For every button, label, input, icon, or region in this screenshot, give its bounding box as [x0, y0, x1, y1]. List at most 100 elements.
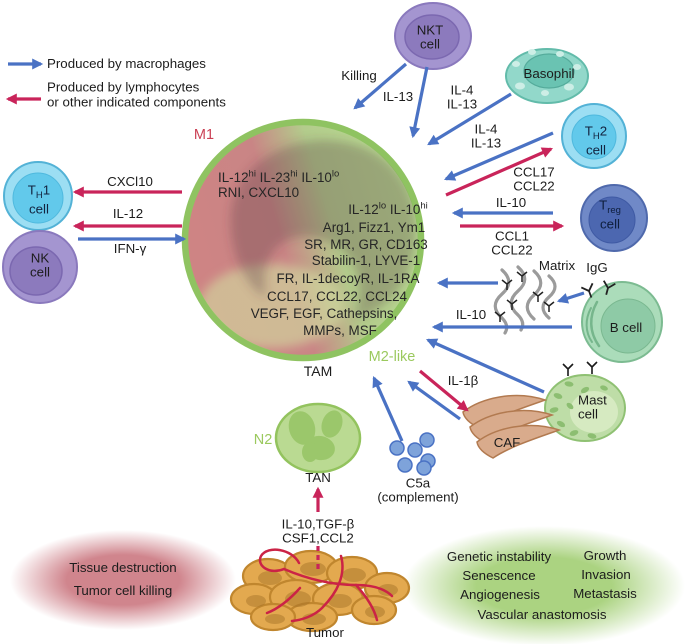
nk-name: NK: [30, 250, 50, 266]
m2-outcome-item: Metastasis: [573, 586, 637, 602]
b-cell: [581, 281, 663, 363]
igg-label: IgG: [586, 260, 608, 276]
mast-receptor-icons: [562, 361, 598, 376]
matrix-antibody-marks: [494, 271, 555, 322]
m2-outcome-item: Angiogenesis: [460, 587, 540, 603]
il4-il13-basophil-arrow: [427, 92, 512, 146]
tam-m1-line2: RNI, CXCL10: [218, 185, 300, 201]
th2-name: TH2: [584, 123, 608, 143]
nk-cell: [2, 230, 78, 304]
tam-m2-line: SR, MR, GR, CD163: [304, 237, 428, 253]
c5a-granules: [389, 432, 436, 476]
il4-il13-th2-label: IL-4 IL-13: [471, 122, 501, 149]
caf-cells: [462, 394, 562, 459]
il13-line: IL-13: [470, 135, 502, 150]
th2-cell-label: TH2 cell: [584, 123, 608, 158]
m2-outcome-item: Senescence: [462, 568, 536, 584]
il4-il13-basophil-label: IL-4 IL-13: [447, 83, 477, 110]
il1-beta-arrow: [418, 369, 469, 412]
tumor-graphic: [229, 548, 411, 633]
mast-cell: [544, 361, 626, 442]
tam-m2-line: CCL17, CCL22, CCL24: [267, 289, 407, 305]
basophil-label: Basophil: [523, 66, 575, 82]
tumor-signal-line2: CSF1,CCL2: [282, 530, 354, 545]
tan-label: TAN: [305, 470, 331, 486]
ccl17-line: CCL17: [513, 164, 555, 180]
nkt-name2: cell: [420, 36, 440, 51]
il4-il13-th2-arrow: [443, 131, 554, 181]
legend-lymphocyte-line2: or other indicated components: [47, 94, 226, 109]
legend-lymphocyte-line1: Produced by lymphocytes: [47, 79, 200, 95]
il13-arrow: [409, 66, 429, 139]
th1-name: TH1: [27, 182, 51, 202]
tan-lobes: [288, 410, 343, 462]
killing-label: Killing: [341, 68, 377, 84]
nkt-name: NKT: [416, 22, 444, 38]
treg-cell-label: Treg cell: [599, 197, 621, 232]
m1-outcome-line1: Tissue destruction: [69, 560, 177, 576]
n2-phenotype-label: N2: [253, 432, 273, 449]
m1-phenotype-label: M1: [193, 127, 215, 144]
tam-m2-line: FR, IL-1decoyR, IL-1RA: [276, 271, 420, 287]
tumor-signal-line1: IL-10,TGF-β: [281, 516, 355, 532]
tam-m2-line: VEGF, EGF, Cathepsins,: [250, 306, 398, 322]
ccl17-ccl22-arrow: [445, 147, 554, 197]
igg-to-matrix-arrow: [556, 291, 585, 304]
nk-cell-label: NK cell: [30, 251, 50, 278]
c5a-to-tam-arrow: [372, 375, 404, 442]
il10-treg-label: IL-10: [495, 195, 527, 211]
ccl1-ccl22-label: CCL1 CCL22: [491, 229, 532, 256]
c5a-label: C5a (complement): [377, 476, 458, 503]
nk-name2: cell: [30, 264, 50, 279]
ccl1-line: CCL1: [494, 228, 529, 244]
m2-outcome-item: Growth: [583, 548, 627, 564]
m2-outcome-item: Genetic instability: [446, 549, 552, 565]
il4-line: IL-4: [474, 121, 498, 137]
matrix-graphic: [493, 265, 557, 335]
treg-cell: [580, 184, 648, 252]
m2-outcome-item: Invasion: [581, 567, 631, 583]
tam-cell: [181, 118, 425, 362]
blue-arrows: [8, 58, 585, 442]
legend-macrophage-label: Produced by macrophages: [47, 56, 206, 72]
m1-outcome-glow: [10, 530, 236, 630]
il13-label: IL-13: [382, 89, 414, 105]
tumor-vessels: [258, 548, 394, 623]
ccl17-ccl22-label: CCL17 CCL22: [513, 165, 554, 192]
igg-antibody-icons: [580, 280, 616, 298]
c5a-qualifier: (complement): [377, 489, 459, 504]
c5a-name: C5a: [405, 475, 431, 491]
tam-nucleus: [230, 140, 417, 318]
tan-cell: [274, 402, 362, 474]
ifn-gamma-label: IFN-γ: [113, 241, 147, 257]
mast-cell-label: Mast cell: [578, 393, 607, 420]
tam-m2-line: Stabilin-1, LYVE-1: [311, 253, 421, 269]
m1-outcome-line2: Tumor cell killing: [73, 583, 173, 599]
mast-granules: [549, 381, 608, 439]
tam-light-region: [200, 264, 344, 348]
caf-label: CAF: [493, 435, 521, 451]
tumor-label: Tumor: [306, 625, 344, 641]
ccl22-line: CCL22: [513, 178, 555, 193]
m2-outcome-glow: [403, 526, 685, 644]
treg-name2: cell: [600, 216, 620, 232]
m2-outcome-bottom: Vascular anastomosis: [477, 607, 607, 623]
matrix-label: Matrix: [538, 258, 576, 274]
legend-lymphocyte-label: Produced by lymphocytes or other indicat…: [47, 80, 226, 109]
il10-bcell-label: IL-10: [455, 307, 487, 323]
cxcl10-label: CXCl10: [107, 174, 153, 190]
th2-cell: [561, 103, 627, 169]
tumor-to-tan-label: IL-10,TGF-β CSF1,CCL2: [282, 517, 355, 544]
basophil-cell: [505, 48, 589, 104]
tam-m1-markers: IL-12hi IL-23hi IL-10lo: [218, 168, 340, 185]
il12-label: IL-12: [112, 206, 144, 222]
mast-name2: cell: [578, 406, 598, 421]
th1-cell-label: TH1 cell: [27, 182, 51, 217]
treg-name: Treg: [599, 197, 621, 217]
tam-m2-markers: IL-12lo IL-10hi: [348, 200, 428, 217]
il13-line: IL-13: [446, 96, 478, 111]
caf-to-tam-arrow: [407, 380, 461, 421]
red-arrows: [5, 93, 565, 570]
tam-m2-line: Arg1, Fizz1, Ym1: [322, 220, 426, 236]
